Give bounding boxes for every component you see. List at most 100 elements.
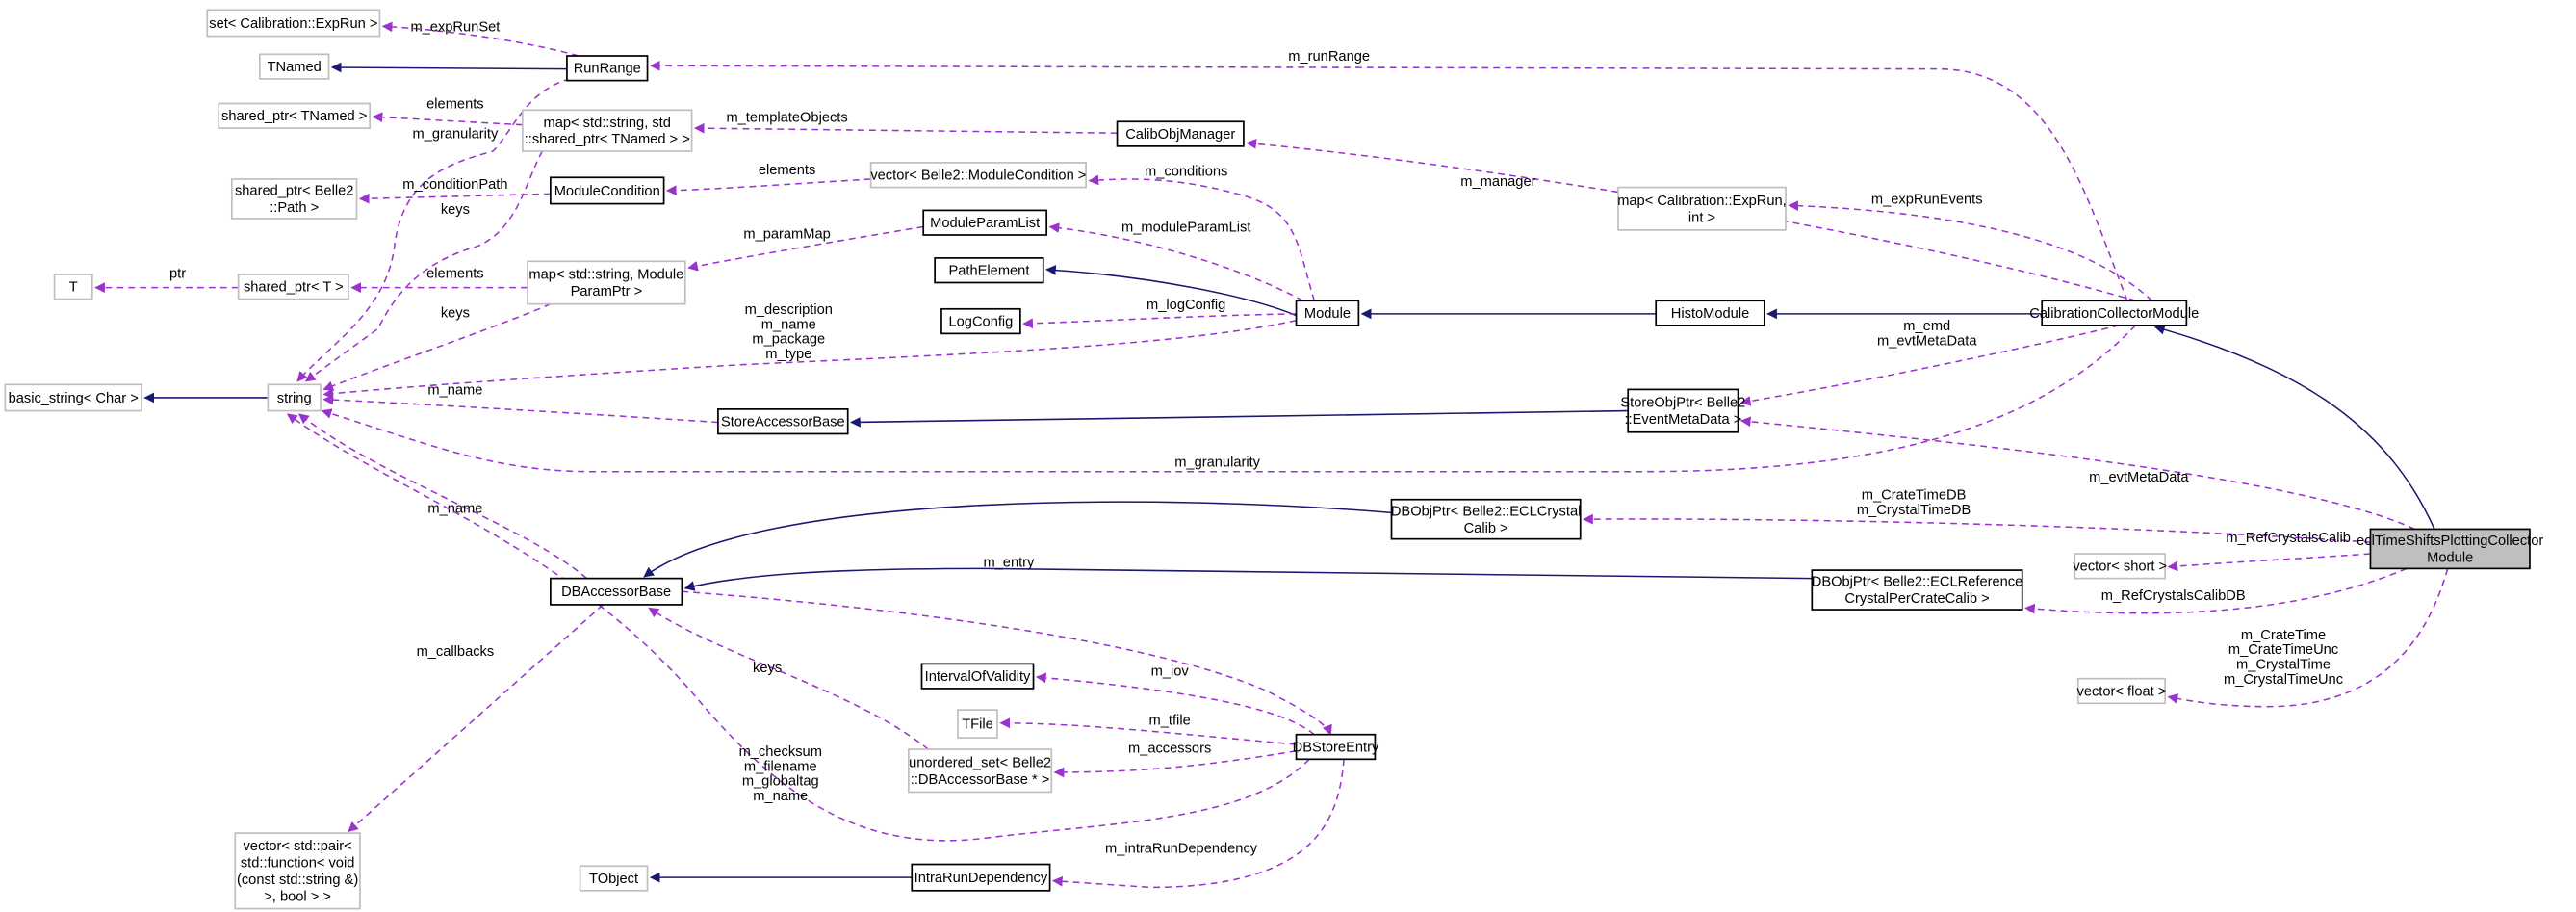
class-node-iov[interactable]: IntervalOfValidity: [920, 663, 1035, 690]
edge-line: [358, 193, 551, 204]
class-node-tobject: TObject: [579, 865, 649, 892]
node-label-line: ::shared_ptr< TNamed > >: [525, 132, 690, 147]
edge-line: [1583, 513, 2371, 543]
class-node-log-config[interactable]: LogConfig: [940, 307, 1021, 335]
edge-line: [643, 501, 1392, 578]
class-node-dbobj-ref[interactable]: DBObjPtr< Belle2::ECLReferenceCrystalPer…: [1811, 569, 2023, 611]
class-node-module-condition[interactable]: ModuleCondition: [550, 176, 665, 205]
class-node-store-obj-ptr[interactable]: StoreObjPtr< Belle2::EventMetaData >: [1620, 388, 1745, 433]
class-node-store-accessor-base[interactable]: StoreAccessorBase: [717, 408, 849, 435]
edge-label-line: m_emd: [1903, 319, 1950, 334]
node-label-line: RunRange: [574, 62, 641, 77]
class-node-path-element[interactable]: PathElement: [934, 257, 1044, 284]
edge-line: [321, 325, 2137, 473]
edge-line: [665, 178, 871, 196]
member-edge-module-to-vec-mod-cond: m_conditions: [1088, 165, 1316, 301]
edge-label-line: m_CrateTimeDB: [1862, 488, 1967, 504]
node-label-line: shared_ptr< Belle2: [235, 184, 353, 199]
node-label-line: (const std::string &): [237, 873, 358, 888]
edge-line: [683, 567, 1813, 591]
node-box: [237, 274, 349, 300]
node-label-line: Calib >: [1464, 521, 1508, 536]
member-edge-map-tnamed-to-string: keys: [304, 150, 544, 382]
node-box: [2369, 528, 2531, 570]
edge-label: m_CrateTimem_CrateTimeUncm_CrystalTimem_…: [2224, 628, 2343, 688]
node-box: [550, 577, 683, 606]
member-edge-run-range-to-string: m_granularity: [296, 78, 571, 382]
edge-line: [322, 319, 1297, 399]
edge-label-line: m_iov: [1151, 664, 1190, 679]
class-node-module[interactable]: Module: [1295, 300, 1360, 326]
member-edge-ccm-to-run-range: m_runRange: [649, 49, 2128, 301]
class-node-dbaccessor-base[interactable]: DBAccessorBase: [550, 577, 683, 606]
node-box: [1655, 300, 1765, 326]
edge-label-line: m_accessors: [1128, 741, 1211, 756]
node-label-line: DBObjPtr< Belle2::ECLReference: [1812, 575, 2023, 590]
edge-line: [2153, 324, 2435, 530]
class-node-calib-obj-manager[interactable]: CalibObjManager: [1116, 120, 1245, 147]
class-node-histo-module[interactable]: HistoModule: [1655, 300, 1765, 326]
node-label-line: LogConfig: [949, 314, 1014, 329]
edge-label-line: m_CrystalTime: [2236, 657, 2331, 672]
node-label-line: ::EventMetaData >: [1624, 412, 1741, 428]
edge-label-line: keys: [441, 305, 470, 321]
node-box: [907, 748, 1053, 794]
class-node-intra-run[interactable]: IntraRunDependency: [911, 863, 1051, 892]
node-label-line: vector< Belle2::ModuleCondition >: [870, 169, 1086, 184]
edge-label-line: m_evtMetaData: [1877, 333, 1977, 349]
edge-line: [2024, 567, 2408, 614]
node-box: [527, 260, 686, 305]
member-edge-dbaccessor-base-to-dbstore-entry: m_entry: [682, 556, 1332, 736]
edge-label: m_granularity: [1174, 456, 1260, 471]
node-label-line: map< Calibration::ExpRun,: [1617, 194, 1787, 209]
node-label-line: vector< short >: [2073, 560, 2167, 575]
edge-label: keys: [441, 305, 470, 321]
edge-line: [682, 590, 1332, 736]
edge-label: m_iov: [1151, 664, 1190, 679]
edge-label: m_name: [427, 501, 482, 516]
member-edge-ecl-to-vec-float: m_CrateTimem_CrateTimeUncm_CrystalTimem_…: [2167, 568, 2449, 708]
node-label-line: T: [69, 280, 78, 296]
node-box: [957, 709, 998, 739]
node-box: [717, 408, 849, 435]
inheritance-edge-dbobj-crystal-to-dbaccessor-base: [643, 501, 1392, 578]
node-label-line: unordered_set< Belle2: [909, 755, 1051, 770]
edge-label: m_entry: [983, 556, 1035, 571]
edge-line: [1022, 313, 1297, 329]
node-box: [4, 383, 142, 412]
edge-label: m_conditionPath: [402, 177, 507, 193]
edge-label-line: m_conditionPath: [402, 177, 507, 193]
class-node-vec-pair: vector< std::pair<std::function< void(co…: [234, 832, 361, 910]
node-label-line: ModuleCondition: [554, 184, 660, 199]
node-box: [230, 178, 358, 220]
node-label-line: set< Calibration::ExpRun >: [209, 16, 377, 32]
class-node-run-range[interactable]: RunRange: [566, 55, 649, 82]
edge-label-line: m_granularity: [1174, 456, 1260, 471]
member-edge-vec-mod-cond-to-module-condition: elements: [665, 163, 871, 196]
class-node-tfile: TFile: [957, 709, 998, 739]
node-label-line: vector< float >: [2077, 684, 2167, 699]
member-edge-ecl-to-vec-short: m_RefCrystalsCalib: [2167, 531, 2371, 572]
class-node-dbstore-entry[interactable]: DBStoreEntry: [1293, 733, 1379, 761]
edge-label-line: m_type: [765, 347, 811, 362]
node-label-line: DBObjPtr< Belle2::ECLCrystal: [1391, 504, 1582, 519]
node-box: [550, 176, 665, 205]
node-box: [911, 863, 1051, 892]
node-label-line: ::DBAccessorBase * >: [911, 772, 1050, 788]
class-node-module-param-list[interactable]: ModuleParamList: [922, 209, 1048, 236]
edge-label-line: m_evtMetaData: [2089, 470, 2189, 485]
node-box: [1627, 388, 1739, 433]
edge-label: m_RefCrystalsCalib: [2226, 531, 2351, 546]
class-node-ccm[interactable]: CalibrationCollectorModule: [2029, 300, 2199, 326]
edge-label-line: m_filename: [744, 759, 817, 774]
edge-label-line: m_tfile: [1149, 713, 1191, 728]
node-label-line: >, bool > >: [264, 889, 331, 904]
